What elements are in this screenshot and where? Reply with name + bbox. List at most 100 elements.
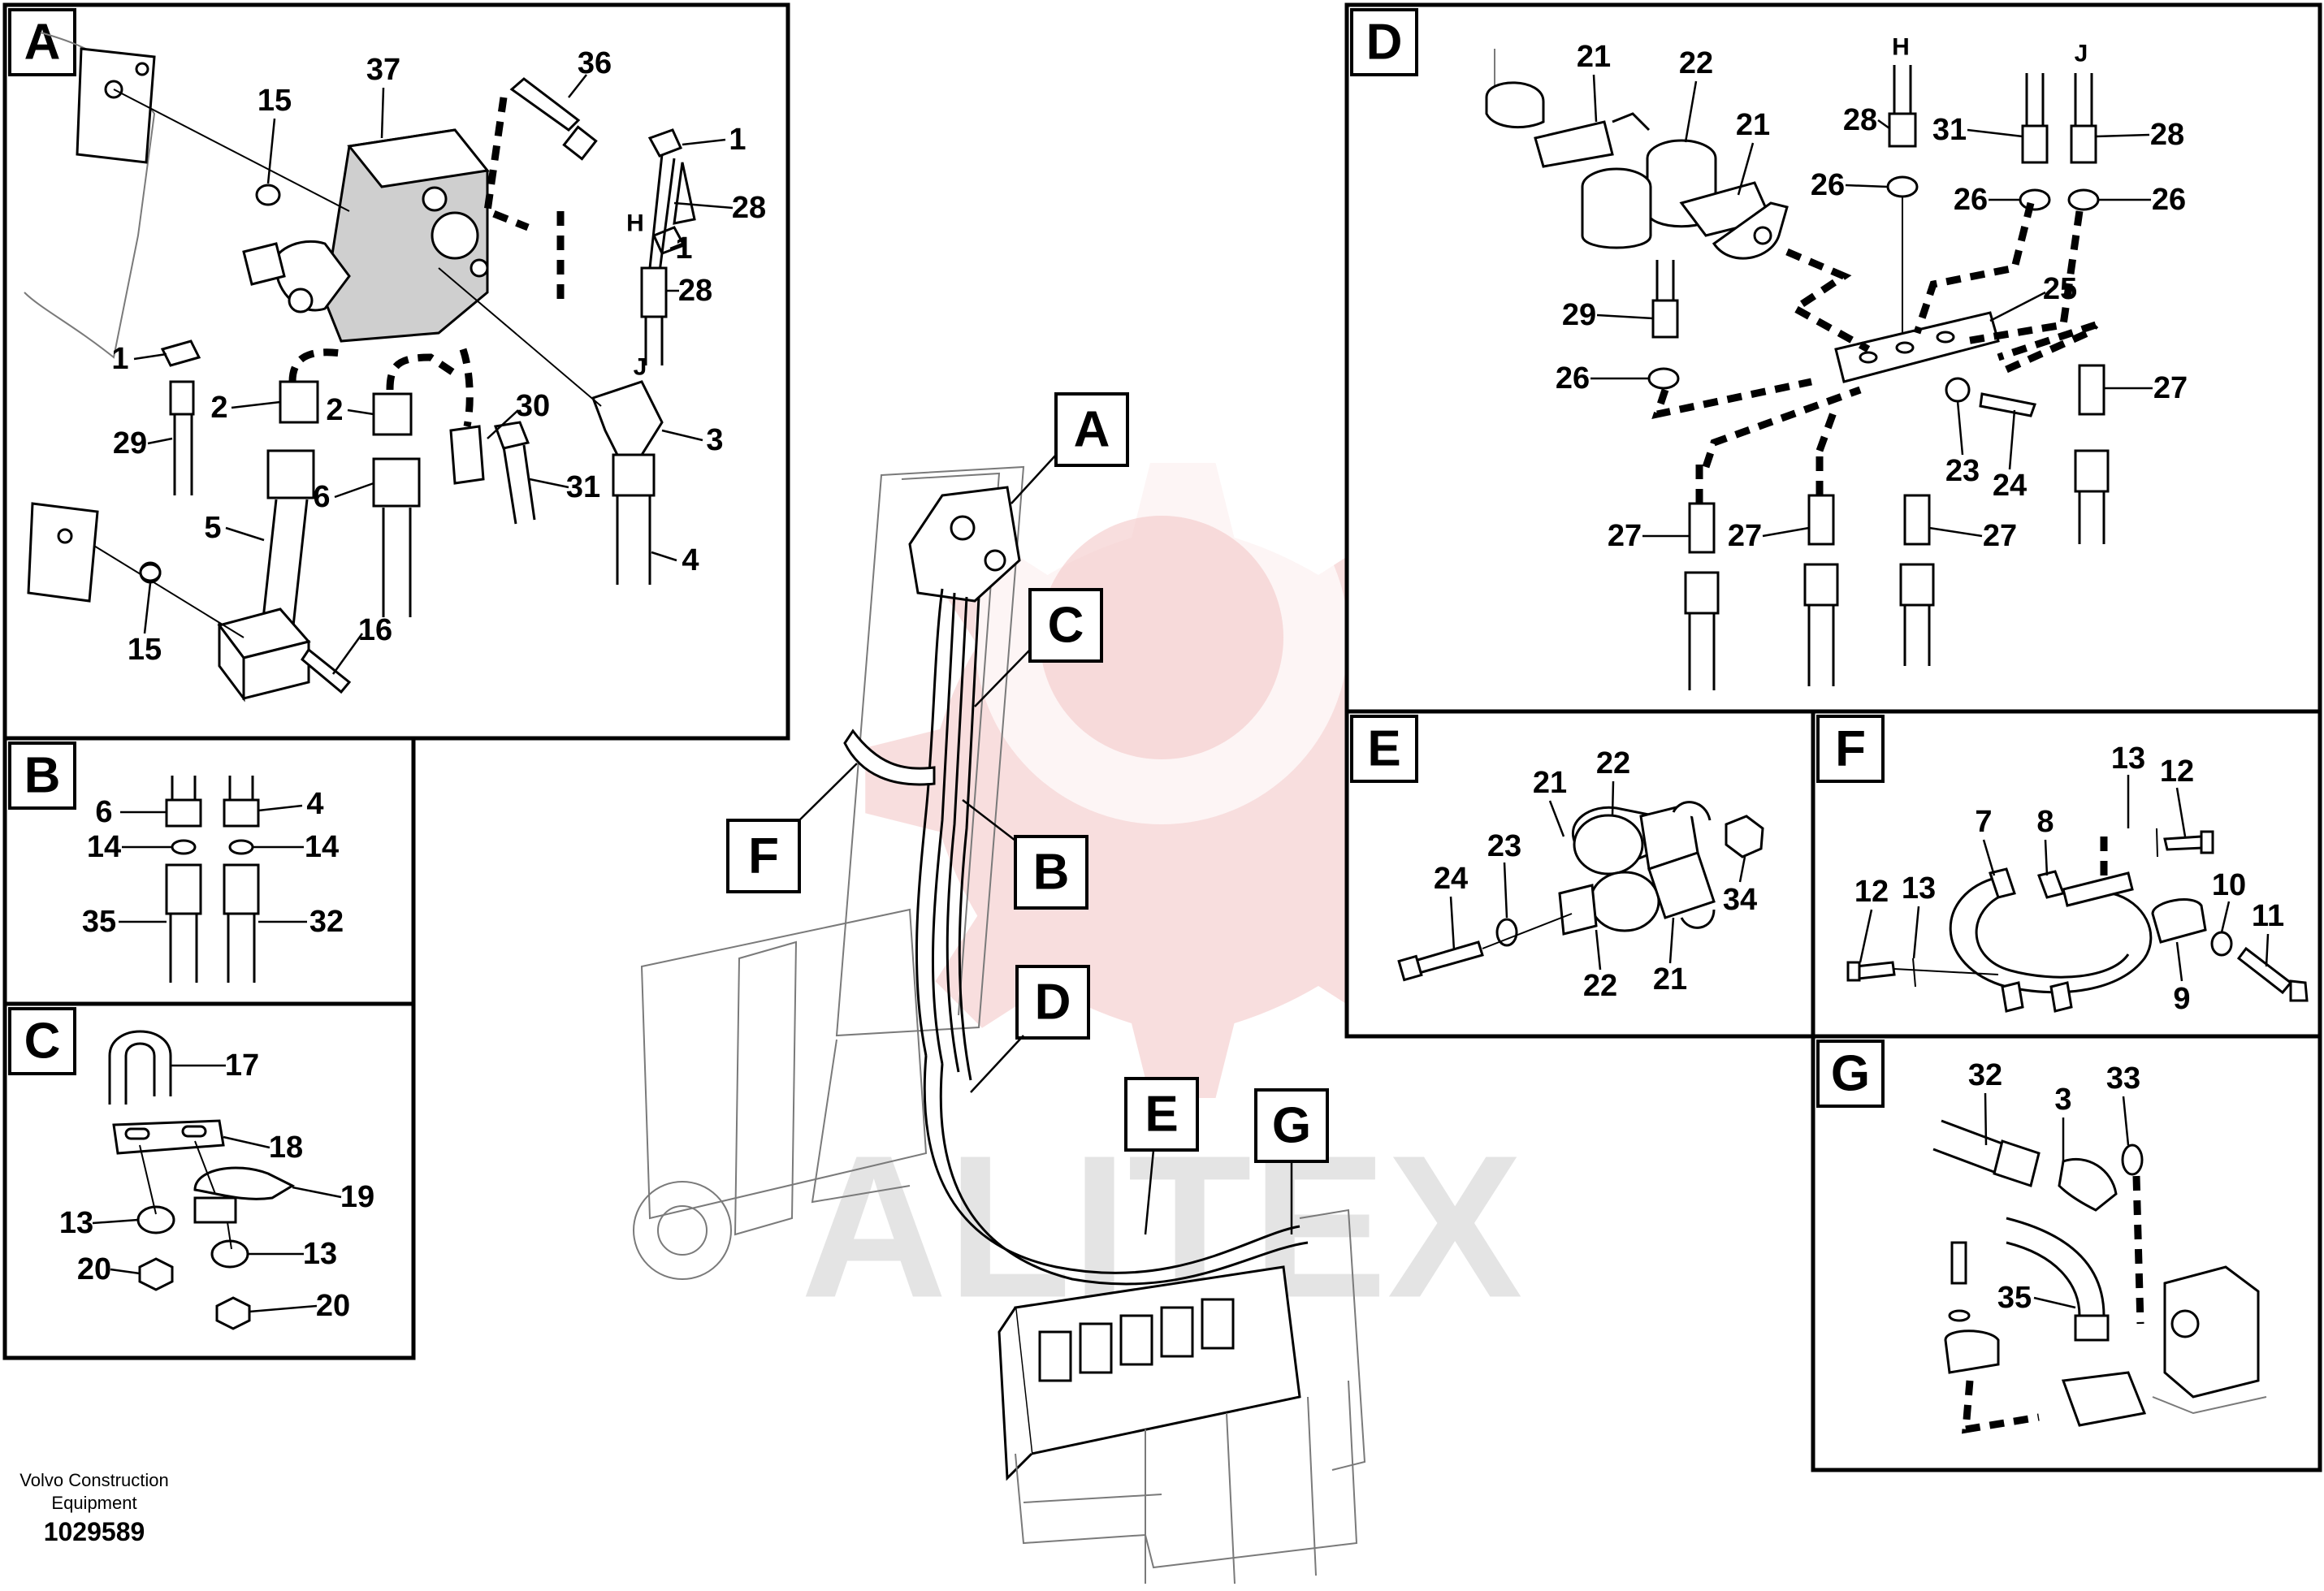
part-number-label: 2: [210, 391, 227, 425]
part-number-label: 34: [1723, 883, 1757, 917]
tag-label: A: [1074, 402, 1110, 458]
part-number-label: 27: [2153, 371, 2188, 405]
part-number-label: 30: [516, 389, 550, 423]
part-number-label: 6: [313, 480, 330, 514]
part-number-label: 15: [258, 84, 292, 118]
part-number-label: 1: [729, 123, 746, 157]
overview-tag-b[interactable]: B: [962, 799, 1088, 910]
part-number-label: 5: [204, 511, 221, 545]
view-id: E: [1367, 721, 1400, 777]
part-number-label: 24: [1993, 469, 2027, 503]
view-panel-a: A: [2, 2, 790, 741]
view-id: D: [1366, 15, 1403, 71]
part-number-label: 28: [732, 191, 766, 225]
part-number-label: H: [626, 210, 644, 237]
overview-tag-f[interactable]: F: [726, 763, 858, 893]
part-number-label: 16: [358, 613, 392, 647]
part-number-label: 12: [2160, 754, 2194, 789]
part-number-label: 6: [95, 795, 112, 829]
overview-machine: [633, 465, 1366, 1585]
tag-label: G: [1272, 1098, 1311, 1154]
overview-tag-e[interactable]: E: [1124, 1077, 1199, 1235]
part-number-label: 26: [1556, 361, 1590, 396]
view-panel-b: B: [2, 736, 416, 1006]
part-number-label: 21: [1577, 40, 1611, 74]
part-number-label: 13: [59, 1206, 93, 1240]
tag-label: C: [1048, 598, 1084, 654]
part-number-label: 27: [1983, 519, 2017, 553]
view-id: A: [24, 15, 61, 71]
part-number-label: 15: [128, 633, 162, 667]
view-id: F: [1835, 721, 1866, 777]
part-number-label: 23: [1945, 454, 1980, 488]
view-panel-d: D: [1344, 2, 2322, 714]
part-number-label: 9: [2173, 982, 2190, 1016]
part-number-label: 13: [2111, 741, 2145, 776]
view-id: G: [1831, 1046, 1870, 1102]
overview-tag-c[interactable]: C: [974, 588, 1103, 707]
part-number-label: 36: [578, 46, 612, 80]
overview-tag-d[interactable]: D: [970, 965, 1090, 1093]
part-number-label: 13: [303, 1237, 337, 1271]
part-number-label: 27: [1728, 519, 1762, 553]
part-number-label: 8: [2036, 805, 2054, 839]
part-number-label: 32: [1968, 1058, 2002, 1092]
part-number-label: 26: [1811, 168, 1845, 202]
part-number-label: 4: [682, 543, 699, 577]
part-number-label: 27: [1608, 519, 1642, 553]
part-number-label: 2: [326, 393, 343, 427]
part-number-label: 35: [82, 905, 116, 939]
tag-label: D: [1035, 975, 1071, 1031]
view-id: B: [24, 748, 61, 804]
tag-label: B: [1033, 845, 1070, 901]
part-number-label: 35: [1997, 1281, 2032, 1315]
part-number-label: 32: [309, 905, 344, 939]
part-number-label: 26: [2152, 183, 2186, 217]
part-number-label: 31: [1932, 113, 1967, 147]
part-number-label: J: [2075, 41, 2088, 67]
part-number-label: 28: [678, 274, 712, 308]
part-number-label: 14: [87, 830, 121, 864]
part-number-label: 24: [1434, 862, 1468, 896]
part-number-label: 3: [706, 423, 723, 457]
tag-label: E: [1145, 1087, 1178, 1143]
part-number-label: 25: [2043, 272, 2077, 306]
part-number-label: 31: [566, 470, 600, 504]
view-id: C: [24, 1014, 61, 1070]
part-number-label: 20: [77, 1252, 111, 1286]
company-name-line1: Volvo Construction: [19, 1470, 168, 1490]
part-number-label: 37: [366, 53, 400, 87]
view-panel-e: E: [1344, 709, 1815, 1039]
view-panel-g: G: [1811, 1034, 2322, 1472]
overview-tag-g[interactable]: G: [1254, 1088, 1329, 1234]
part-number-label: H: [1892, 34, 1910, 61]
overview-tag-a[interactable]: A: [1011, 392, 1129, 504]
drawing-number: 1029589: [44, 1517, 145, 1546]
part-number-label: 19: [340, 1180, 374, 1214]
part-number-label: 22: [1679, 46, 1713, 80]
part-number-label: 21: [1736, 108, 1770, 142]
footer: Volvo Construction Equipment 1029589: [19, 1470, 168, 1546]
part-number-label: 3: [2054, 1083, 2071, 1117]
part-number-label: 22: [1583, 969, 1617, 1003]
part-number-label: 23: [1487, 829, 1521, 863]
part-number-label: 1: [111, 342, 128, 376]
part-number-label: 28: [1843, 103, 1877, 137]
part-number-label: 7: [1975, 805, 1992, 839]
part-number-label: 26: [1954, 183, 1988, 217]
part-number-label: 29: [113, 426, 147, 460]
view-panel-c: C: [2, 1001, 416, 1360]
part-number-label: 21: [1533, 766, 1567, 800]
company-name-line2: Equipment: [51, 1493, 136, 1513]
part-number-label: 22: [1596, 746, 1630, 780]
part-number-label: 10: [2212, 868, 2246, 902]
watermark-gear: [865, 451, 1501, 1098]
part-number-label: J: [634, 354, 647, 381]
part-number-label: 18: [269, 1131, 303, 1165]
part-number-label: 4: [306, 787, 323, 821]
tag-label: F: [748, 828, 779, 884]
part-number-label: 13: [1902, 871, 1936, 906]
part-number-label: 14: [305, 830, 339, 864]
